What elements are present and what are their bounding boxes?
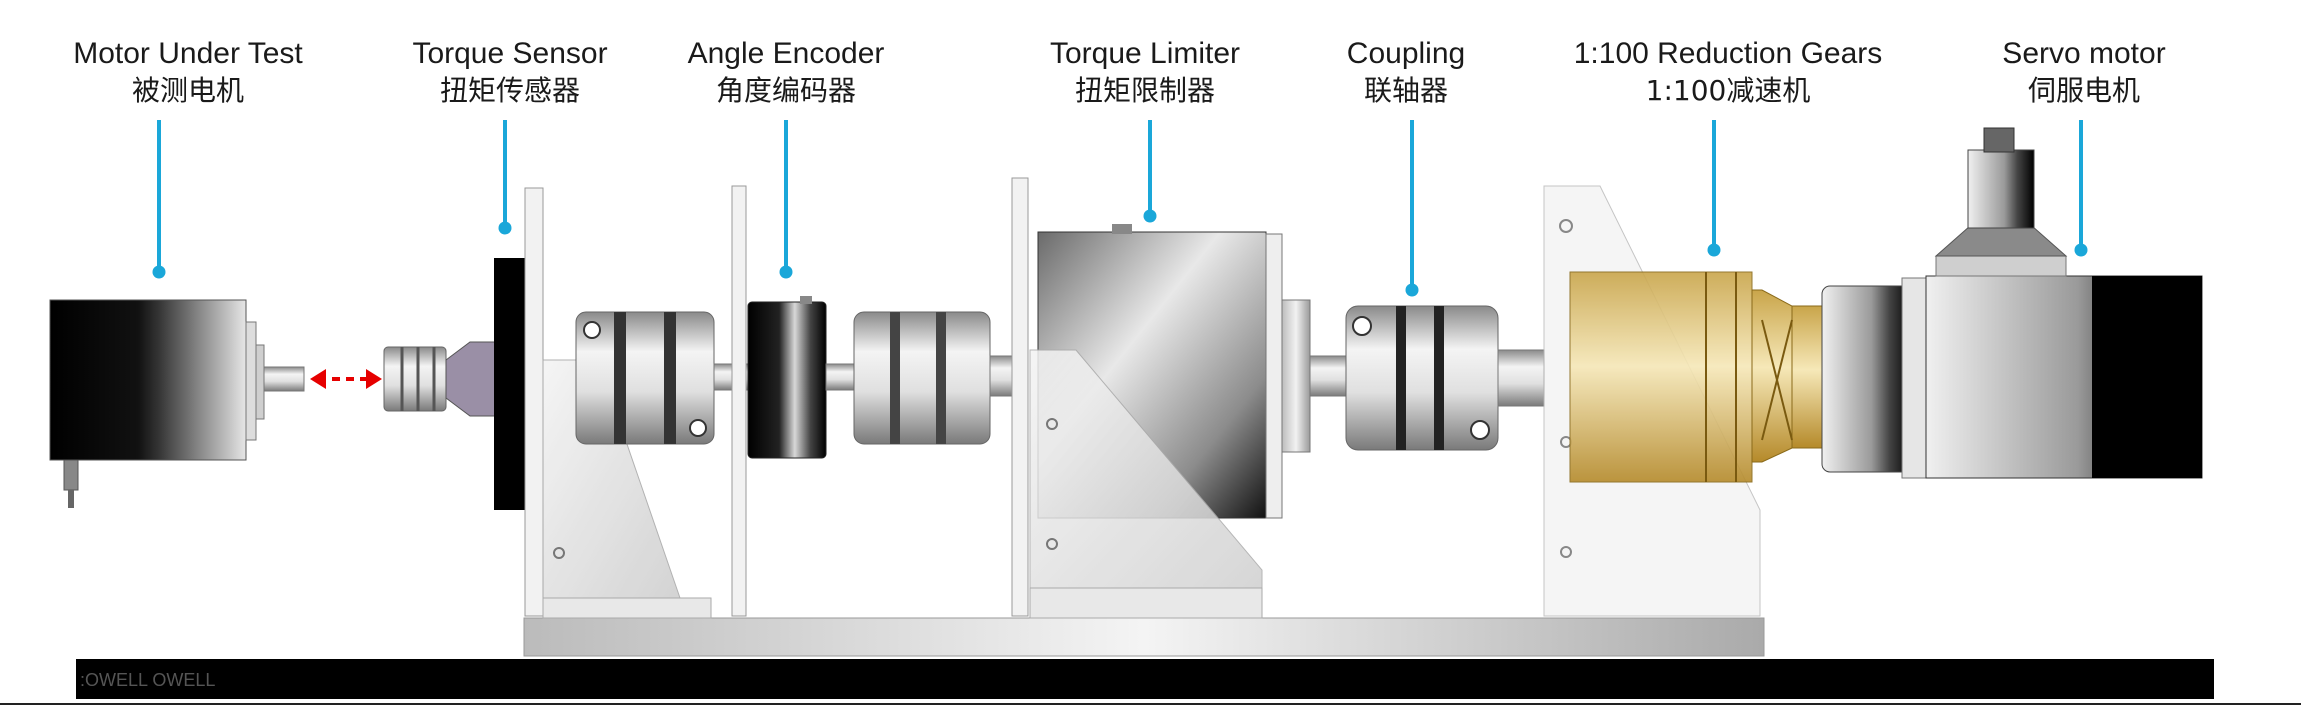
- label-reduction-gears: 1:100 Reduction Gears 1:100减速机: [1574, 35, 1883, 109]
- leader-dot-motor-under-test: [152, 265, 166, 279]
- leader-dot-torque-sensor: [498, 221, 512, 235]
- label-zh: 被测电机: [131, 74, 245, 107]
- leader-dot-reduction-gears: [1707, 243, 1721, 257]
- bracket-bolt: [553, 547, 565, 559]
- small-coupling: [383, 346, 447, 412]
- servo-motor-flange: [1901, 277, 1927, 479]
- torque-limiter-cap: [1112, 224, 1132, 234]
- bracket-bolt: [1560, 546, 1572, 558]
- coupling-4-screw: [1352, 316, 1372, 336]
- bracket-plate: [1011, 177, 1029, 617]
- bracket-plate: [731, 185, 747, 617]
- coupling-4-groove: [1396, 306, 1406, 450]
- base-strip-text: :OWELL OWELL: [80, 670, 215, 690]
- bracket-bolt: [1559, 219, 1573, 233]
- reduction-gear-output: [1791, 305, 1823, 449]
- bracket-gusset: [1029, 349, 1263, 599]
- label-zh: 扭矩限制器: [1074, 74, 1216, 107]
- bracket-foot: [1029, 587, 1263, 619]
- label-en: 1:100 Reduction Gears: [1573, 37, 1883, 70]
- label-zh: 伺服电机: [2027, 74, 2141, 107]
- coupling-3-groove: [936, 312, 946, 444]
- shaft-segment: [1281, 299, 1311, 453]
- coupling-4-screw: [1470, 420, 1490, 440]
- label-en: Motor Under Test: [73, 37, 303, 70]
- connection-arrow-head-left: [310, 369, 326, 389]
- servo-motor-endcap: [2092, 276, 2202, 478]
- base-plate: [523, 617, 1765, 657]
- motor-under-test-connector: [63, 459, 79, 491]
- label-motor-under-test: Motor Under Test 被测电机: [73, 35, 303, 109]
- servo-motor-connector-top: [1967, 149, 2035, 229]
- shaft-segment: [1309, 355, 1347, 397]
- bracket-foot: [542, 597, 712, 619]
- label-zh: 角度编码器: [715, 74, 856, 107]
- bracket-bolt: [1046, 538, 1058, 550]
- coupling-2-screw: [583, 321, 601, 339]
- label-zh: 联轴器: [1363, 74, 1449, 107]
- torque-limiter-flange: [1265, 233, 1283, 519]
- label-en: Torque Sensor: [412, 37, 608, 70]
- label-servo-motor: Servo motor 伺服电机: [2002, 35, 2165, 109]
- coupling-3: [853, 311, 991, 445]
- label-torque-limiter: Torque Limiter 扭矩限制器: [1050, 35, 1240, 109]
- servo-motor-adapter: [1821, 285, 1913, 473]
- leader-dot-coupling: [1405, 283, 1419, 297]
- motor-under-test-connector-pin: [68, 490, 74, 508]
- base-strip: [76, 659, 2214, 699]
- leader-torque-sensor: [503, 120, 507, 228]
- motor-under-test-shaft: [263, 366, 305, 392]
- leader-torque-limiter: [1148, 120, 1152, 216]
- label-en: Angle Encoder: [687, 37, 885, 70]
- shaft-segment: [825, 363, 857, 391]
- label-coupling: Coupling 联轴器: [1347, 35, 1465, 109]
- leader-motor-under-test: [157, 120, 161, 272]
- coupling-2-groove: [664, 312, 676, 444]
- reduction-gear-cone: [1751, 289, 1793, 463]
- label-zh: 扭矩传感器: [439, 74, 580, 107]
- motor-under-test-body: [49, 299, 247, 461]
- reduction-gear-detail: [1761, 319, 1793, 441]
- label-en: Coupling: [1346, 37, 1466, 70]
- bracket-plate: [524, 187, 544, 617]
- torque-sensor-disc: [494, 258, 526, 510]
- servo-motor-connector-base: [1935, 255, 2067, 277]
- servo-motor-connector: [1934, 225, 2068, 257]
- shaft-segment: [989, 355, 1015, 397]
- coupling-2-groove: [614, 312, 626, 444]
- shaft-segment: [1497, 349, 1545, 407]
- motor-under-test-flange: [245, 321, 257, 441]
- coupling-3-groove: [890, 312, 900, 444]
- label-angle-encoder: Angle Encoder 角度编码器: [688, 35, 885, 109]
- leader-dot-servo-motor: [2074, 243, 2088, 257]
- label-en: Torque Limiter: [1049, 37, 1241, 70]
- leader-angle-encoder: [784, 120, 788, 272]
- bracket-bolt: [1046, 418, 1058, 430]
- leader-servo-motor: [2079, 120, 2083, 250]
- coupling-2-screw: [689, 419, 707, 437]
- angle-encoder-body: [747, 301, 827, 459]
- motor-under-test-boss: [255, 344, 265, 420]
- leader-reduction-gears: [1712, 120, 1716, 250]
- label-zh: 1:100减速机: [1645, 74, 1811, 107]
- connection-arrow-head-right: [366, 369, 382, 389]
- label-torque-sensor: Torque Sensor 扭矩传感器: [412, 35, 607, 109]
- label-en: Servo motor: [2002, 37, 2166, 70]
- coupling-4-groove: [1434, 306, 1444, 450]
- leader-dot-torque-limiter: [1143, 209, 1157, 223]
- torque-sensor-hub: [445, 341, 501, 417]
- servo-motor-connector-cap: [1983, 127, 2015, 153]
- angle-encoder-cap: [800, 296, 812, 304]
- reduction-gear-housing: [1569, 271, 1753, 483]
- leader-dot-angle-encoder: [779, 265, 793, 279]
- leader-coupling: [1410, 120, 1414, 290]
